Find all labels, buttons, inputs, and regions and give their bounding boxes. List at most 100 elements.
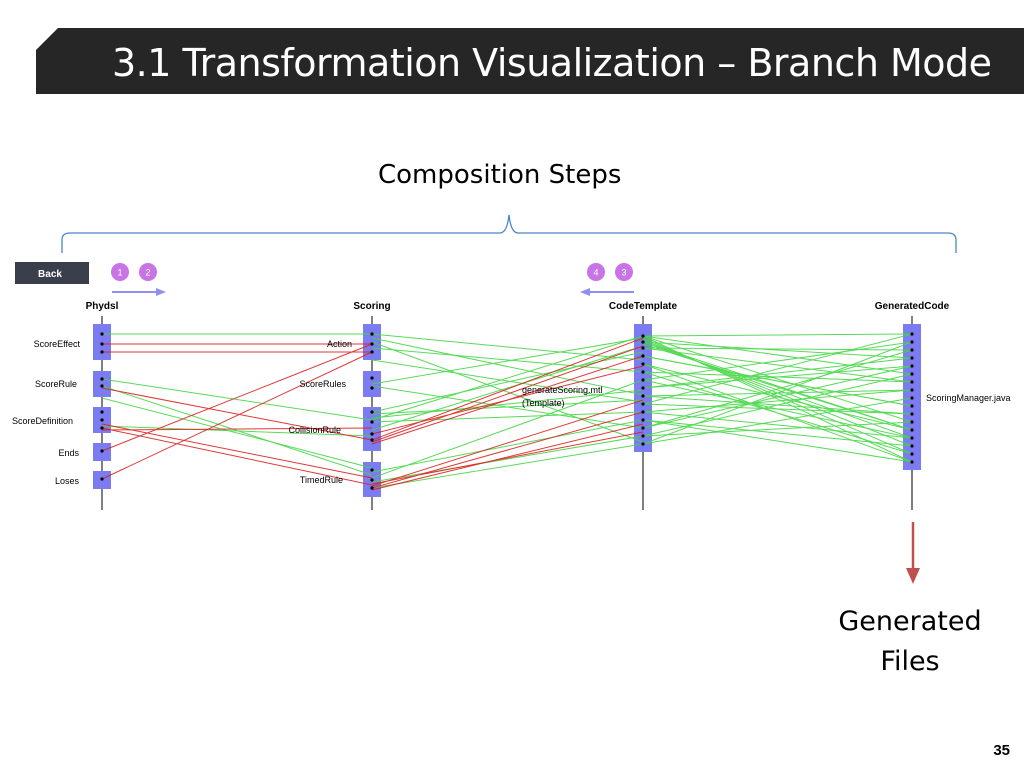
trace-green xyxy=(642,411,913,439)
node-dot xyxy=(910,420,914,424)
trace-green xyxy=(642,341,913,381)
label-collisionrule: CollisionRule xyxy=(288,425,341,435)
generated-files-line1: Generated xyxy=(838,606,982,637)
trace-green xyxy=(642,333,913,405)
node-scorerule[interactable] xyxy=(93,371,111,397)
step-badge-2[interactable]: 2 xyxy=(139,263,157,281)
trace-green xyxy=(642,389,913,413)
trace-green xyxy=(642,343,913,431)
down-arrow-icon xyxy=(906,522,920,584)
node-dot xyxy=(100,342,104,346)
node-dots xyxy=(100,332,914,490)
node-dot xyxy=(910,332,914,336)
node-dot xyxy=(910,428,914,432)
node-dot xyxy=(910,348,914,352)
page-number: 35 xyxy=(993,742,1010,759)
trace-green xyxy=(642,347,913,351)
composition-steps-label: Composition Steps xyxy=(378,160,622,190)
node-dot xyxy=(370,376,374,380)
trace-green xyxy=(642,335,913,423)
trace-green xyxy=(642,421,913,437)
node-dot xyxy=(641,394,645,398)
node-dot xyxy=(641,334,645,338)
trace-green xyxy=(642,419,913,447)
node-dot xyxy=(100,418,104,422)
node-dot xyxy=(641,386,645,390)
node-dot xyxy=(100,332,104,336)
title-bar xyxy=(36,28,1024,94)
trace-green xyxy=(371,419,644,473)
composition-brace xyxy=(61,214,957,253)
node-dot xyxy=(100,449,104,453)
slide-title: 3.1 Transformation Visualization – Branc… xyxy=(112,41,992,85)
node-scoreeffect[interactable] xyxy=(93,324,111,360)
back-button[interactable]: Back xyxy=(15,262,89,284)
trace-red xyxy=(101,427,373,431)
node-dot xyxy=(910,372,914,376)
node-dot xyxy=(370,438,374,442)
trace-red xyxy=(371,399,644,487)
node-dot xyxy=(370,478,374,482)
trace-red xyxy=(101,423,373,479)
red-trace-lines xyxy=(101,337,644,491)
trace-green xyxy=(371,379,644,479)
node-dot xyxy=(910,388,914,392)
backward-arrow-icon[interactable] xyxy=(580,288,634,296)
node-dot xyxy=(100,426,104,430)
step-badge-1-label: 1 xyxy=(117,268,122,278)
node-dot xyxy=(910,364,914,368)
step-badge-4[interactable]: 4 xyxy=(587,263,605,281)
node-dot xyxy=(641,410,645,414)
trace-green xyxy=(371,389,644,419)
step-badge-1[interactable]: 1 xyxy=(111,263,129,281)
node-dot xyxy=(641,426,645,430)
trace-green xyxy=(642,365,913,389)
node-dot xyxy=(910,356,914,360)
trace-green xyxy=(371,333,644,361)
node-dot xyxy=(910,460,914,464)
trace-red xyxy=(371,345,644,443)
trace-green xyxy=(371,347,644,373)
column-header-generatedcode: GeneratedCode xyxy=(875,301,950,312)
label-scorerules: ScoreRules xyxy=(299,379,346,389)
generated-files-label: Generated Files xyxy=(830,602,990,682)
node-dot xyxy=(641,402,645,406)
node-dot xyxy=(370,386,374,390)
node-dot xyxy=(370,350,374,354)
label-generatescoring-mtl: generateScoring.mtl xyxy=(522,385,603,395)
node-dot xyxy=(641,346,645,350)
trace-green xyxy=(642,335,913,375)
node-dot xyxy=(910,452,914,456)
node-dot xyxy=(910,412,914,416)
node-dot xyxy=(370,332,374,336)
label-scorerule: ScoreRule xyxy=(35,379,77,389)
node-dot xyxy=(370,342,374,346)
node-dot xyxy=(641,370,645,374)
node-dot xyxy=(370,432,374,436)
node-dot xyxy=(641,340,645,344)
node-dot xyxy=(370,410,374,414)
node-dot xyxy=(910,396,914,400)
trace-red xyxy=(371,431,644,485)
node-dot xyxy=(370,486,374,490)
trace-green xyxy=(371,435,644,483)
node-dot xyxy=(641,378,645,382)
node-dot xyxy=(641,362,645,366)
node-dot xyxy=(910,436,914,440)
label-scoredefinition: ScoreDefinition xyxy=(12,416,73,426)
node-dot xyxy=(910,444,914,448)
trace-green xyxy=(101,425,373,437)
trace-green xyxy=(642,365,913,429)
step-badge-3[interactable]: 3 xyxy=(615,263,633,281)
trace-green xyxy=(101,378,373,421)
trace-green xyxy=(101,397,373,469)
forward-arrow-icon[interactable] xyxy=(112,288,166,296)
trace-red xyxy=(371,423,644,491)
node-dot xyxy=(910,380,914,384)
trace-green xyxy=(642,371,913,455)
column-header-scoring: Scoring xyxy=(353,301,390,312)
label-timedrule: TimedRule xyxy=(300,475,343,485)
node-dot xyxy=(100,410,104,414)
trace-red xyxy=(371,365,644,435)
